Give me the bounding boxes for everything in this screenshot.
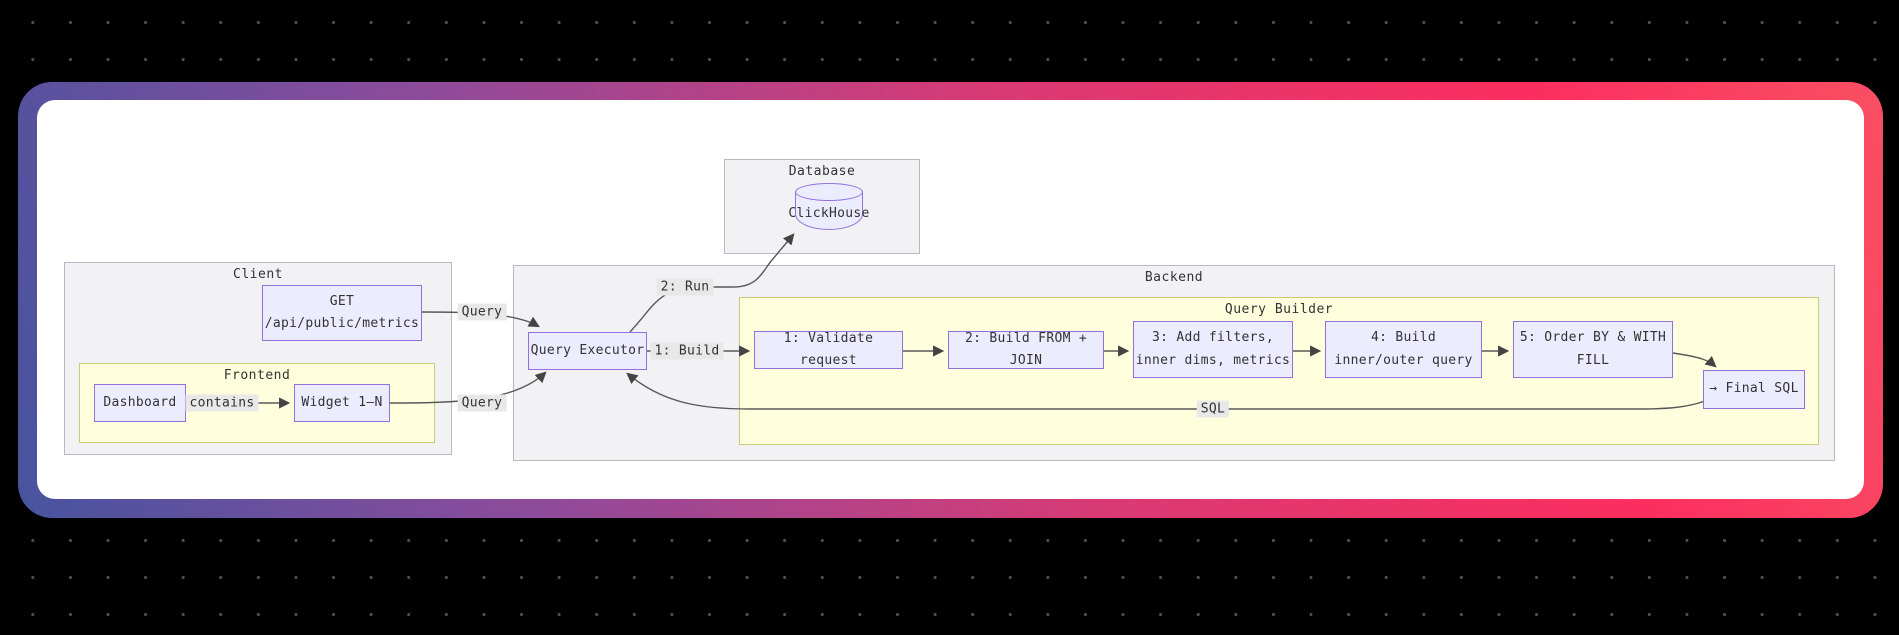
node-get-line2: /api/public/metrics	[264, 316, 420, 331]
node-step3-line1: 3: Add filters,	[1152, 330, 1274, 346]
cluster-backend-label: Backend	[1144, 270, 1204, 285]
node-query-executor: Query Executor	[528, 332, 647, 370]
node-final-sql: → Final SQL	[1703, 370, 1805, 409]
cluster-frontend-label: Frontend	[223, 368, 291, 383]
edge-label-build: 1: Build	[650, 342, 724, 360]
node-step2: 2: Build FROM + JOIN	[948, 331, 1104, 369]
node-step5: 5: Order BY & WITH FILL	[1513, 321, 1673, 378]
edge-label-query-top: Query	[457, 303, 507, 321]
edge-label-sql: SQL	[1196, 400, 1230, 418]
node-dashboard-label: Dashboard	[103, 394, 177, 410]
node-final-sql-label: → Final SQL	[1709, 381, 1799, 397]
edge-label-contains: contains	[185, 394, 259, 412]
node-step4-line1: 4: Build	[1370, 330, 1436, 346]
edge-label-query-bottom: Query	[457, 394, 507, 412]
node-get-line1: GET	[329, 293, 355, 309]
node-step4-line2: inner/outer query	[1334, 352, 1473, 368]
cluster-database-label: Database	[788, 164, 856, 179]
node-dashboard: Dashboard	[94, 384, 186, 422]
node-get-endpoint: GET /api/public/metrics	[262, 285, 422, 341]
cluster-query-builder-label: Query Builder	[1224, 302, 1334, 317]
node-step1-label: 1: Validate request	[783, 330, 874, 368]
node-clickhouse-label: ClickHouse	[788, 206, 870, 221]
node-step3: 3: Add filters, inner dims, metrics	[1133, 321, 1293, 378]
node-clickhouse: ClickHouse	[788, 183, 869, 230]
node-step5-line2: FILL	[1576, 352, 1610, 368]
cluster-client-label: Client	[233, 267, 283, 282]
node-step3-line2: inner dims, metrics	[1135, 352, 1291, 368]
node-step4: 4: Build inner/outer query	[1325, 321, 1482, 378]
node-step1: 1: Validate request	[754, 331, 903, 369]
edge-label-run: 2: Run	[656, 278, 714, 296]
node-step2-label: 2: Build FROM + JOIN	[965, 330, 1087, 368]
node-widget: Widget 1–N	[294, 384, 390, 422]
node-step5-line1: 5: Order BY & WITH	[1519, 330, 1667, 346]
node-query-executor-label: Query Executor	[530, 342, 645, 358]
node-widget-label: Widget 1–N	[301, 394, 383, 410]
